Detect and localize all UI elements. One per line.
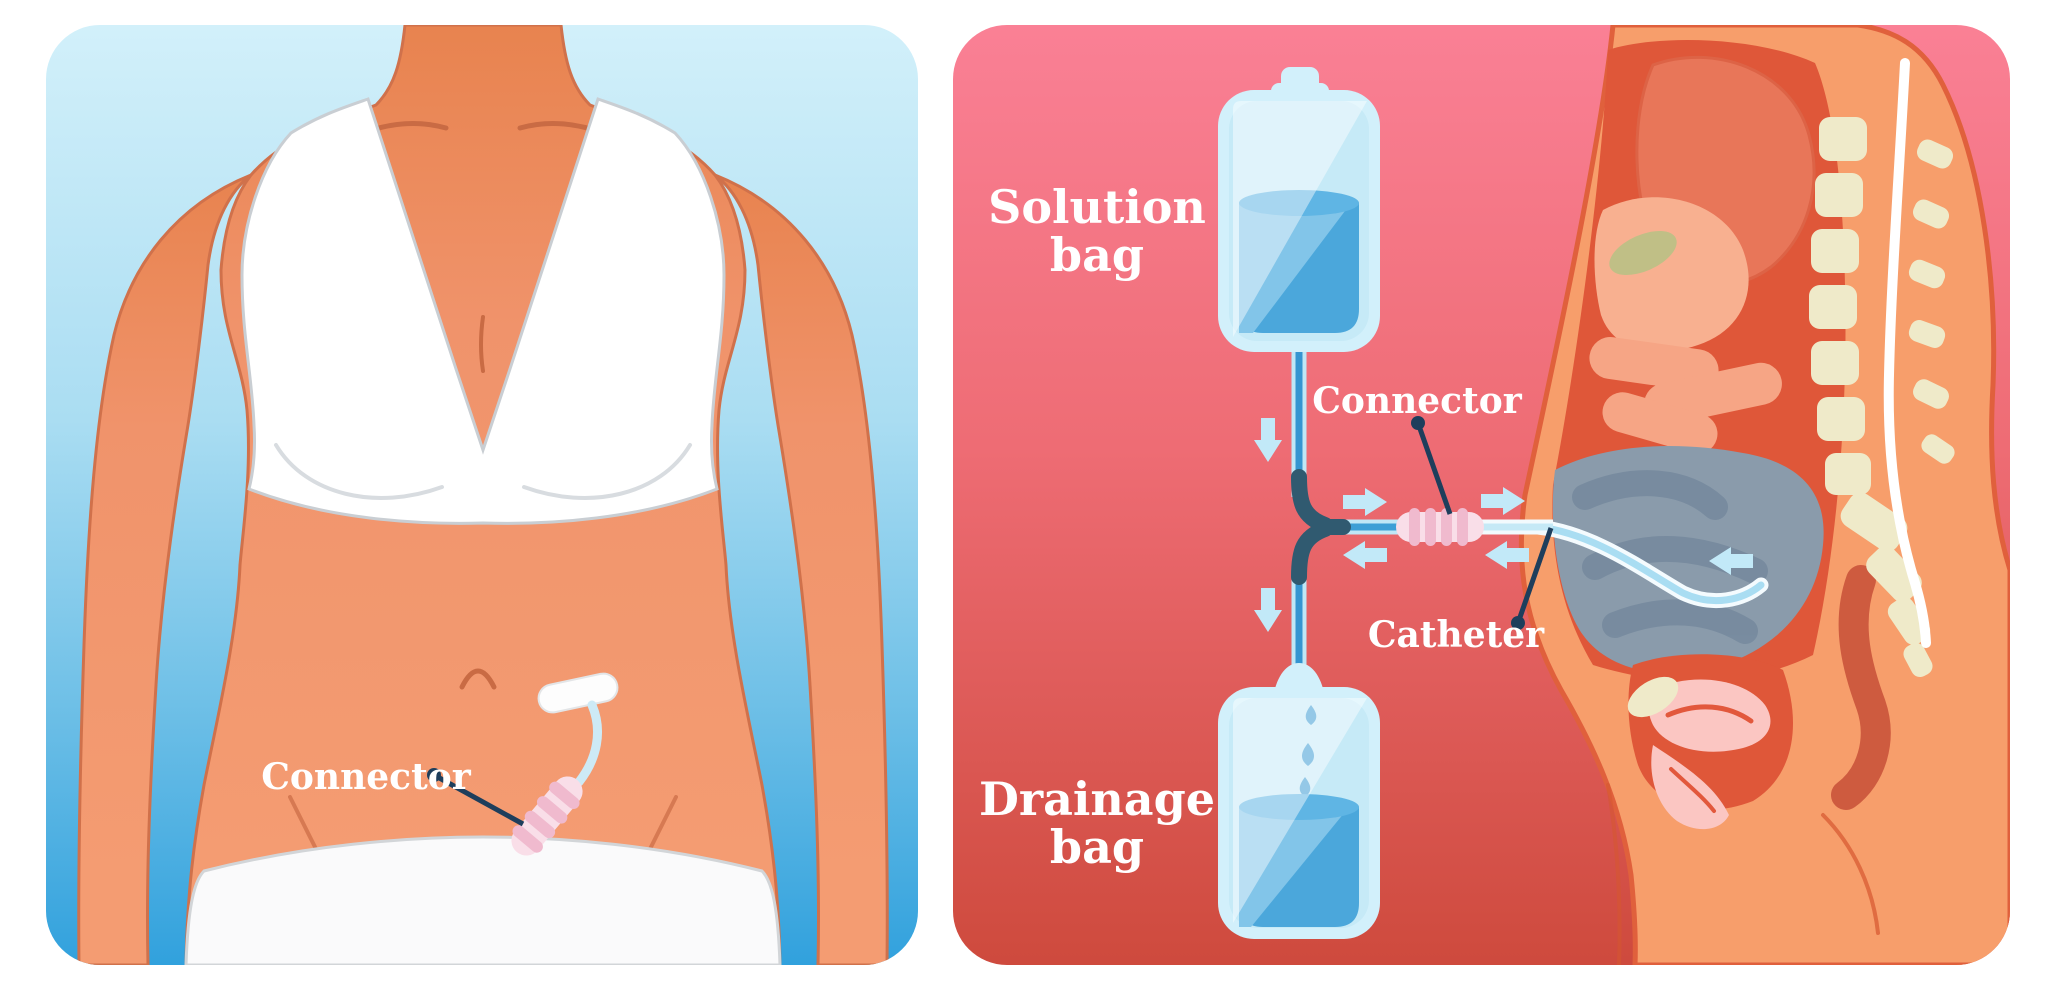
catheter-in-body — [1534, 523, 1765, 605]
catheter-label: Catheter — [1368, 614, 1545, 656]
patient-panel: Connector — [46, 25, 918, 965]
intestines — [1589, 337, 1782, 454]
drainage-droplet-1 — [1305, 705, 1317, 725]
solution-bag-liquid-surface — [1239, 190, 1359, 216]
dialysis-diagram: Solution bag Connector Catheter Drainage… — [979, 25, 2010, 965]
vaginal-canal-line — [1669, 767, 1716, 813]
flow-left-arrow-1 — [1343, 541, 1387, 569]
pubic-bone — [1627, 676, 1679, 718]
flow-right-arrow-1 — [1343, 488, 1387, 516]
drainage-bag-liquid-light — [1239, 807, 1349, 927]
patient-figure: Connector — [77, 25, 889, 965]
solution-bag-label-line2: bag — [1050, 228, 1144, 282]
transfer-set-connector — [511, 776, 583, 856]
right-arm — [714, 173, 889, 965]
drainage-bag-liquid-surface — [1239, 794, 1359, 820]
flow-down-arrow-bottom — [1254, 588, 1282, 632]
y-junction — [1291, 469, 1351, 585]
sports-bra — [240, 97, 726, 525]
drainage-droplet-3 — [1299, 777, 1311, 797]
left-arm — [77, 173, 252, 965]
catheter-label-line — [1515, 527, 1554, 624]
spine-vertebrae — [1809, 117, 1933, 678]
drainage-bag-gloss — [1233, 698, 1367, 923]
solution-bag-liquid-light — [1239, 203, 1351, 333]
connector-label: Connector — [261, 756, 471, 798]
flow-down-arrow-top — [1254, 418, 1282, 462]
spinous-processes — [1908, 139, 1955, 464]
connector-label: Connector — [1312, 380, 1522, 422]
underwear — [184, 835, 782, 965]
solution-bag — [1218, 67, 1380, 352]
left-breast-crease — [274, 443, 444, 500]
uterus-lining-line — [1665, 704, 1754, 724]
connector-label-line — [1415, 422, 1453, 515]
dialysis-scheme-panel: Solution bag Connector Catheter Drainage… — [953, 25, 2010, 965]
body-cross-section — [1518, 25, 2010, 965]
solution-bag-gloss — [1233, 101, 1367, 337]
exit-site-dressing — [537, 672, 619, 714]
rectum — [1831, 565, 1891, 810]
gallbladder — [1609, 230, 1677, 276]
sternum-line — [479, 315, 485, 373]
stomach — [1594, 197, 1749, 352]
connector-label-line — [432, 772, 525, 827]
uterus — [1648, 679, 1771, 752]
drainage-droplet-2 — [1301, 743, 1315, 766]
right-breast-crease — [522, 443, 692, 500]
catheter-tube — [574, 700, 602, 787]
drainage-bag-label-line2: bag — [1050, 820, 1144, 874]
tubing — [1291, 352, 1553, 677]
thigh-crease — [1606, 783, 1622, 965]
drainage-bag — [1218, 663, 1380, 939]
connector — [1396, 508, 1484, 546]
spinal-cord-line — [1883, 58, 1931, 648]
buttock-crease — [1821, 813, 1880, 935]
drainage-bag-label-line1: Drainage — [979, 772, 1215, 826]
solution-bag-label-line1: Solution — [988, 180, 1206, 234]
flow-right-arrow-2 — [1481, 487, 1525, 515]
navel — [459, 668, 497, 690]
